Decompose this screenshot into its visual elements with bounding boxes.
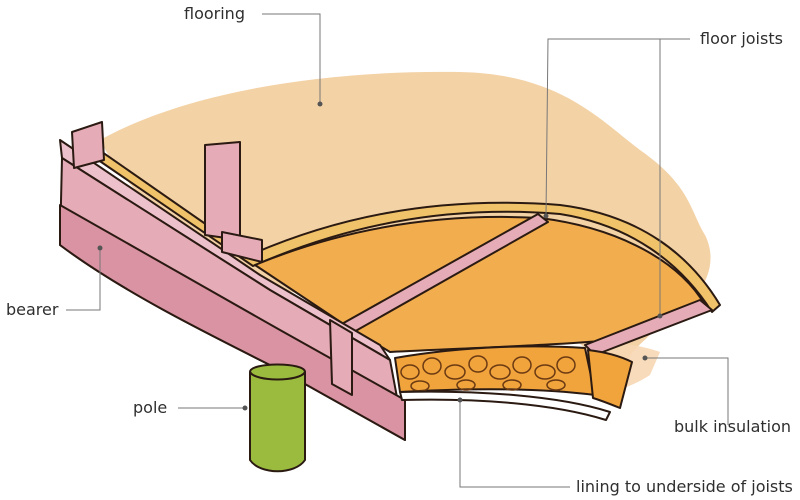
lining-leader-dot <box>457 397 463 403</box>
bearer-leader <box>66 248 101 311</box>
plate-block <box>221 231 263 263</box>
floor-joists-label: floor joists <box>700 29 783 48</box>
pole-top <box>249 371 306 381</box>
bulk-insulation-label: bulk insulation <box>674 417 792 436</box>
lining-band <box>399 390 611 421</box>
bulk-insulation-dot <box>642 355 648 361</box>
floor-joists-leader-2 <box>659 38 690 316</box>
flooring-leader-dot <box>317 101 323 107</box>
pole-leader-dot <box>242 405 248 411</box>
floor-joists-dot-1 <box>543 213 549 219</box>
lining-label: lining to underside of joists <box>576 477 793 496</box>
lining-leader <box>459 400 570 488</box>
insulation-texture <box>400 355 576 392</box>
flooring-leader <box>262 13 321 104</box>
bearer-joint <box>329 319 353 396</box>
bearer-leader-dot <box>97 245 103 251</box>
insulation-roll-right <box>587 349 633 409</box>
wall-stud-left <box>71 121 105 169</box>
flooring-board <box>87 144 721 313</box>
subfloor-panel-left <box>254 215 541 326</box>
bulk-insulation-leader <box>645 357 729 425</box>
pole-label: pole <box>133 398 168 417</box>
bearer-label: bearer <box>6 300 59 319</box>
floor-joists-dot-2 <box>657 313 663 319</box>
pole-cylinder <box>249 363 306 473</box>
flooring-label: flooring <box>184 4 245 23</box>
floor-joists-leader-1 <box>545 38 690 217</box>
wall-stud-right <box>204 141 241 241</box>
